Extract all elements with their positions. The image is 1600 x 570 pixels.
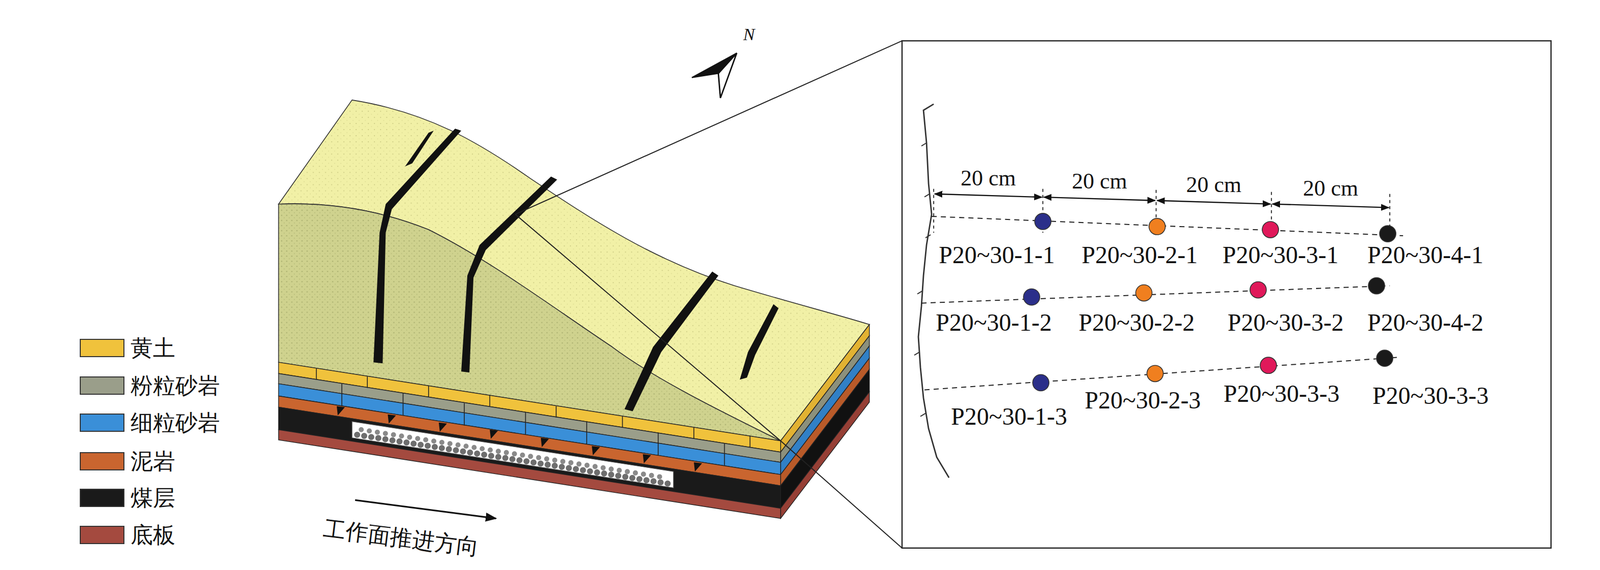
legend-text: 黄土 — [130, 336, 176, 360]
measure-line — [921, 216, 1403, 391]
sample-dot — [1250, 281, 1267, 298]
dimension-label: 20 cm — [1186, 173, 1242, 197]
crack-edge-ticks — [914, 142, 931, 416]
sample-dot — [1368, 277, 1385, 294]
dimension-arrows — [934, 194, 1389, 208]
sample-dot — [1379, 225, 1396, 242]
sample-dot — [1034, 213, 1051, 230]
strata-front — [278, 362, 781, 519]
point-label: P20~30-1-1 — [938, 242, 1055, 268]
legend-text: 粉粒砂岩 — [130, 374, 220, 397]
north-label: N — [743, 25, 755, 44]
dimension-tick — [933, 188, 1390, 241]
advance-arrow — [355, 499, 496, 519]
dimension-arrow — [934, 194, 1042, 198]
legend-text: 细粒砂岩 — [130, 411, 220, 434]
sample-dot — [1135, 284, 1152, 301]
point-label: P20~30-1-2 — [935, 310, 1052, 335]
legend-item: 底板 — [79, 523, 176, 547]
zoom-line — [515, 40, 903, 548]
dimension-label: 20 cm — [1071, 170, 1128, 193]
inset-frame — [902, 40, 1552, 548]
floor-layer — [278, 429, 781, 519]
legend-item: 粉粒砂岩 — [79, 374, 220, 397]
legend-item: 黄土 — [79, 336, 176, 360]
sample-dot — [1146, 365, 1164, 382]
legend-swatch — [79, 488, 125, 507]
sample-dot — [1260, 357, 1277, 374]
dimension-label: 20 cm — [960, 167, 1016, 190]
goaf-rubble — [357, 434, 670, 484]
legend-item: 煤层 — [79, 486, 176, 509]
point-label: P20~30-3-3 — [1372, 383, 1489, 408]
legend-swatch — [79, 413, 125, 432]
point-label: P20~30-2-2 — [1078, 310, 1195, 335]
point-label: P20~30-4-2 — [1367, 310, 1484, 335]
crack — [373, 128, 462, 364]
sample-dot — [1023, 289, 1040, 306]
dimension-arrow — [1043, 197, 1156, 201]
crack — [739, 304, 779, 380]
sample-dot — [1148, 218, 1166, 235]
legend-item: 细粒砂岩 — [79, 411, 220, 434]
sample-dot — [1376, 349, 1393, 367]
mudstone-layer — [780, 358, 870, 486]
goaf-cavity — [352, 421, 674, 489]
point-label: P20~30-2-3 — [1084, 388, 1201, 413]
crack-edge — [918, 104, 949, 478]
coal-layer — [780, 369, 870, 508]
crack — [624, 271, 719, 411]
legend-text: 泥岩 — [130, 450, 176, 473]
point-label: P20~30-3-2 — [1227, 310, 1344, 335]
sample-dot — [1032, 374, 1049, 391]
dimension-label: 20 cm — [1302, 177, 1359, 200]
legend-swatch — [79, 338, 125, 358]
dimension-arrow — [1157, 200, 1271, 205]
legend-swatch — [79, 525, 125, 544]
legend-text: 底板 — [130, 523, 176, 547]
point-label: P20~30-1-3 — [950, 404, 1068, 429]
legend-swatch — [79, 452, 125, 471]
goaf-rubble — [361, 429, 666, 478]
point-label: P20~30-3-1 — [1222, 242, 1339, 268]
coal-layer — [278, 407, 781, 509]
legend-swatch — [79, 376, 125, 395]
crack — [461, 176, 558, 373]
point-label: P20~30-3-3 — [1223, 381, 1340, 406]
strata-side — [780, 324, 870, 519]
legend-item: 泥岩 — [79, 450, 176, 473]
legend-text: 煤层 — [130, 486, 176, 509]
point-label: P20~30-4-1 — [1367, 242, 1484, 268]
ground-cracks — [373, 128, 779, 411]
north-arrow — [718, 52, 737, 98]
dimension-arrow — [1272, 204, 1389, 208]
direction-label: 工作面推进方向 — [322, 517, 480, 559]
floor-layer — [780, 391, 870, 519]
point-label: P20~30-2-1 — [1081, 242, 1198, 268]
sample-points — [1023, 213, 1396, 392]
sample-dot — [1262, 221, 1279, 238]
